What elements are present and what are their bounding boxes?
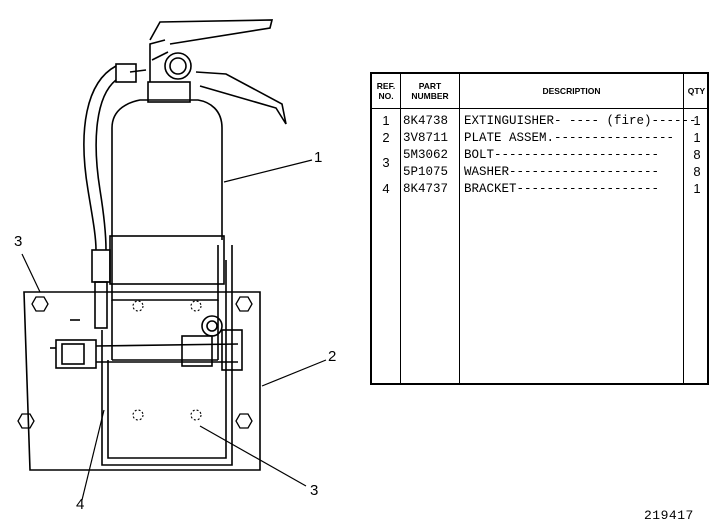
callout-4: 4 [76,496,85,513]
table-row-description: BOLT---------------------- [464,148,660,162]
table-row-description: BRACKET------------------- [464,182,660,196]
callout-1: 1 [314,149,323,166]
table-row-qty: 1 [693,113,701,128]
bracket-holes [132,300,202,421]
bracket [101,240,233,466]
table-row-ref: 1 [382,113,390,128]
table-row-ref: 2 [382,130,390,145]
table-row-ref: 3 [382,155,390,170]
table-row-part: 5M3062 [403,148,449,162]
hose [83,63,147,329]
table-row-part: 3V8711 [403,131,449,145]
table-row-description: PLATE ASSEM.---------------- [464,131,675,145]
table-row-description: WASHER-------------------- [464,165,660,179]
plate-bolt-holes [17,296,253,429]
mounting-plate [23,291,261,471]
clamp-strap [50,315,243,371]
column-divider [683,74,684,383]
table-row-qty: 1 [693,181,701,196]
table-row-qty: 1 [693,130,701,145]
header-qty: QTY [687,86,706,96]
table-row-qty: 8 [693,164,701,179]
parts-table: REF. NO. PART NUMBER DESCRIPTION QTY 1 8… [370,72,709,385]
table-row-qty: 8 [693,147,701,162]
table-row-ref: 4 [382,181,390,196]
extinguisher-illustration [17,19,327,501]
column-divider [400,74,401,383]
header-divider [372,108,707,109]
header-description: DESCRIPTION [542,86,601,96]
header-ref-no: REF. NO. [376,81,396,101]
header-part-number: PART NUMBER [411,81,449,101]
table-row-part: 8K4737 [403,182,449,196]
figure-number: 219417 [644,508,694,523]
table-row-part: 8K4738 [403,114,449,128]
callout-2: 2 [328,348,337,365]
valve-head [147,19,287,125]
table-row-description: EXTINGUISHER- ---- (fire)------ [464,114,697,128]
callout-3-bottom: 3 [310,482,319,499]
column-divider [459,74,460,383]
extinguisher-cylinder [109,99,225,361]
callout-3-top: 3 [14,233,23,250]
table-row-part: 5P1075 [403,165,449,179]
leader-lines [21,159,327,501]
